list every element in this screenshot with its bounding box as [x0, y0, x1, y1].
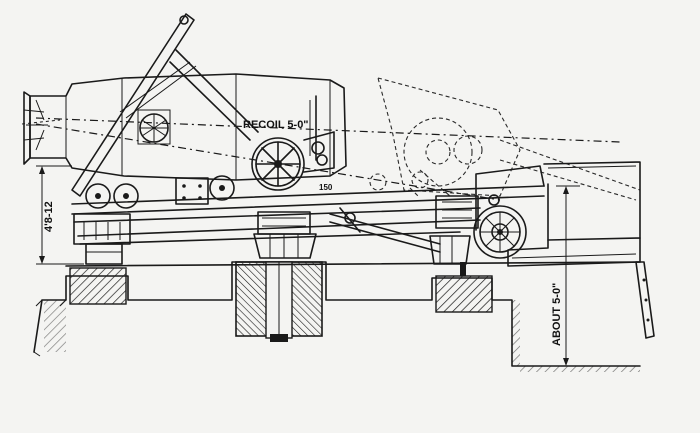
bore-axis [35, 117, 621, 201]
right-post [635, 261, 655, 339]
raised-position-outline [369, 77, 641, 201]
elevation-handwheel [251, 131, 335, 191]
foundation [33, 261, 641, 372]
recoil-label: RECOIL 5-0" [243, 119, 309, 131]
left-pier [69, 267, 127, 305]
clearance-label: ABOUT 5-0" [551, 283, 563, 346]
right-pier [435, 275, 493, 313]
right-housing [475, 161, 641, 241]
gun-barrel [23, 73, 347, 181]
elevating-arm [71, 13, 259, 197]
angle-label: 150 [319, 183, 333, 192]
clearance-dimension [556, 185, 580, 366]
carriage [71, 175, 641, 276]
height-label: 4'8-12 [43, 201, 55, 232]
height-dimension [36, 165, 84, 265]
